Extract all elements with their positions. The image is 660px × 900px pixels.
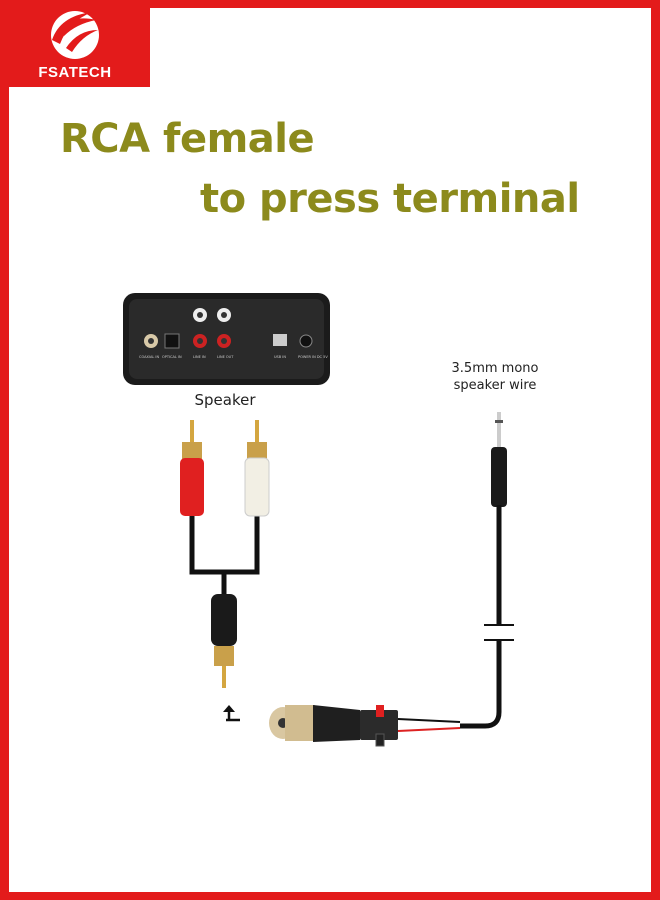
3-5mm-mono-cable — [460, 412, 514, 729]
swoosh-logo-icon — [51, 11, 99, 59]
port-label-power: POWER IN DC 5V — [298, 355, 328, 359]
speaker-wire-label-line-1: 3.5mm mono — [451, 361, 539, 376]
speaker-device: COAXIAL IN OPTICAL IN LINE IN LINE OUT U… — [123, 293, 330, 385]
brand-name: FSATECH — [38, 64, 112, 81]
port-label-usb: USB IN — [274, 355, 286, 359]
arrow-up-icon — [226, 711, 240, 722]
port-label-coaxial: COAXIAL IN — [139, 355, 159, 359]
rca-female-terminal-adapter — [269, 705, 461, 747]
port-label-line-out: LINE OUT — [217, 355, 234, 359]
port-label-optical: OPTICAL IN — [162, 355, 182, 359]
brand-logo: FSATECH — [0, 0, 150, 87]
content-panel — [9, 8, 651, 892]
port-label-line-in: LINE IN — [193, 355, 206, 359]
title-line-1: RCA female — [60, 116, 315, 162]
speaker-wire-label-line-2: speaker wire — [453, 378, 537, 393]
rca-y-cable — [180, 420, 270, 722]
speaker-label: Speaker — [194, 391, 256, 409]
title-line-2: to press terminal — [200, 176, 580, 222]
speaker-wire-label: 3.5mm mono speaker wire — [425, 360, 565, 394]
